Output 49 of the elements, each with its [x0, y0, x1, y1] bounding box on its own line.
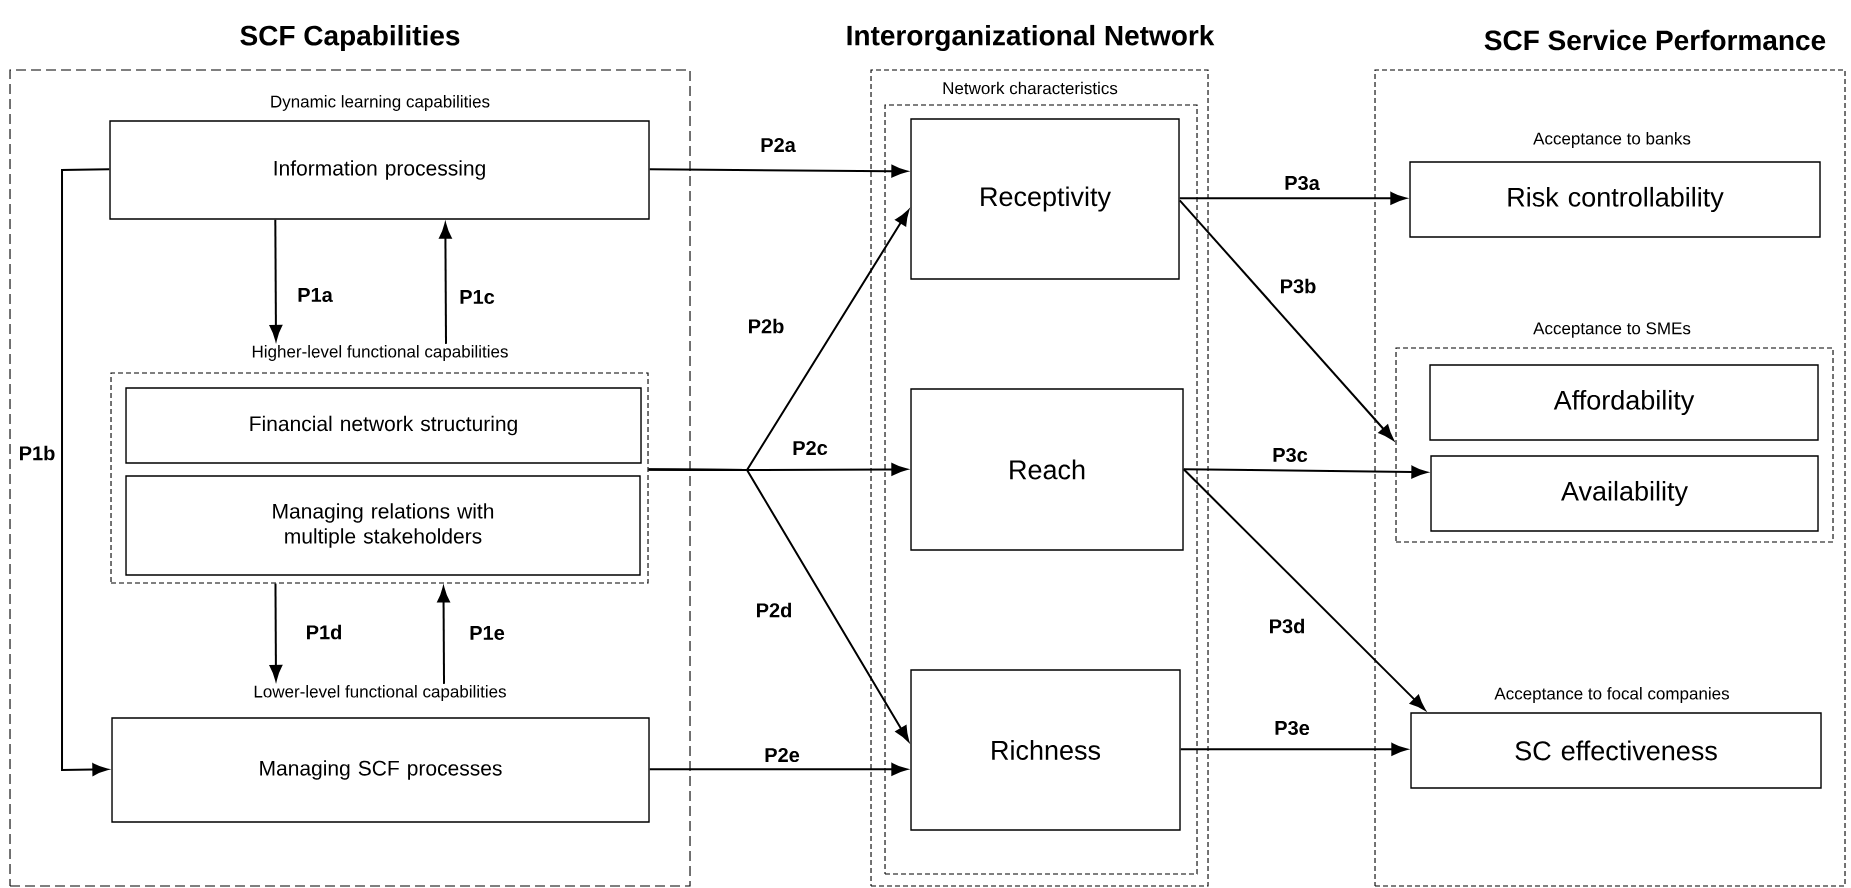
section-title: SCF Capabilities: [240, 24, 460, 52]
edge-label: P1a: [296, 287, 334, 303]
box-heading: Acceptance to focal companies: [1494, 687, 1729, 703]
box-heading: Dynamic learning capabilities: [271, 95, 490, 111]
concept-box: Risk controllability: [1409, 161, 1821, 238]
concept-box: Managing SCF processes: [111, 717, 650, 823]
edge-label: P1c: [458, 289, 496, 305]
arrow: [1179, 743, 1408, 756]
edge-label: P3e: [1273, 719, 1311, 737]
arrow: [1182, 465, 1428, 479]
box-heading: Lower-level functional capabilities: [254, 685, 506, 701]
box-heading: Higher-level functional capabilities: [252, 345, 508, 361]
edge-label: P2c: [791, 439, 829, 457]
edge-label: P1d: [304, 623, 344, 641]
arrow: [439, 222, 452, 345]
arrow: [269, 218, 283, 341]
edge-label: P2a: [759, 136, 797, 154]
arrow: [1178, 199, 1394, 441]
arrow: [648, 164, 908, 178]
edge-label: P1e: [468, 625, 506, 641]
arrow: [1182, 468, 1426, 711]
concept-box: Managing relations with multiple stakeholders: [125, 475, 641, 576]
concept-box: SC effectiveness: [1410, 712, 1822, 789]
edge-label: P2e: [763, 746, 801, 764]
box-heading: Network characteristics: [943, 81, 1118, 95]
arrow: [437, 586, 450, 685]
box-heading: Acceptance to banks: [1533, 132, 1691, 148]
edge-label: P3a: [1283, 174, 1321, 192]
edge-label: P3b: [1278, 277, 1318, 295]
section-title: SCF Service Performance: [1484, 29, 1826, 51]
concept-box: Richness: [910, 669, 1181, 831]
arrow: [269, 582, 283, 681]
edge-label: P2b: [746, 317, 786, 335]
concept-box: Information processing: [109, 120, 650, 220]
edge-label: P3c: [1271, 446, 1309, 464]
arrow: [1178, 192, 1407, 205]
box-heading: Acceptance to SMEs: [1533, 322, 1691, 338]
arrow: [61, 168, 111, 776]
edge-label: P2d: [754, 601, 794, 619]
section-title: Interorganizational Network: [847, 24, 1215, 52]
concept-box: Financial network structuring: [125, 387, 642, 464]
edge-label: P3d: [1267, 617, 1307, 635]
edge-label: P1b: [17, 444, 57, 462]
concept-box: Availability: [1430, 455, 1819, 532]
concept-box: Reach: [910, 388, 1184, 551]
arrow: [648, 763, 908, 776]
arrow: [647, 468, 910, 742]
concept-box: Receptivity: [910, 118, 1180, 280]
concept-box: Affordability: [1429, 364, 1819, 441]
